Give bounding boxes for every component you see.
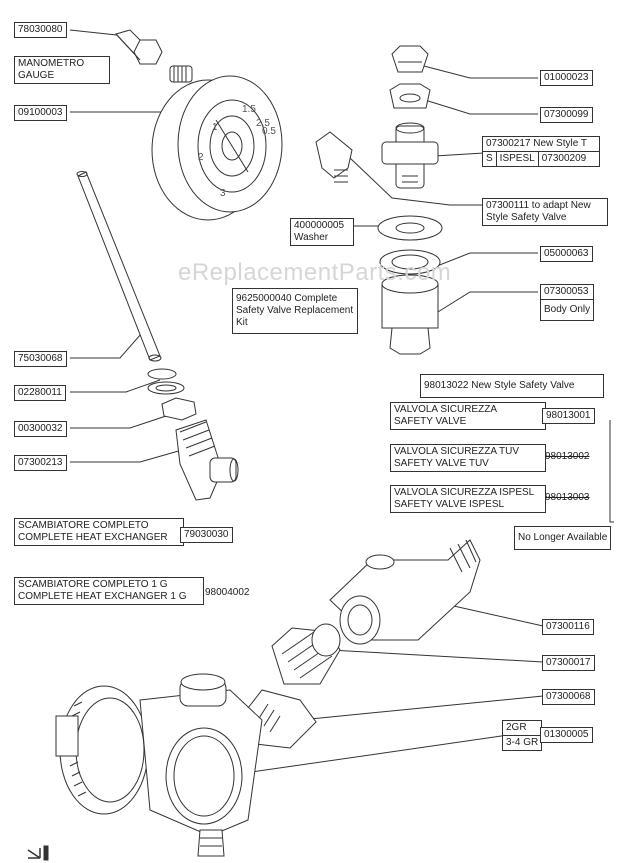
part-07300116[interactable]: 07300116 xyxy=(542,619,594,635)
part-00300032[interactable]: 00300032 xyxy=(14,421,67,437)
scamb-text: SCAMBIATORE COMPLETO xyxy=(18,520,149,531)
part-75030068[interactable]: 75030068 xyxy=(14,351,67,367)
part-09100003[interactable]: 09100003 xyxy=(14,105,67,121)
part-79030030[interactable]: 79030030 xyxy=(180,527,233,543)
part-07300099[interactable]: 07300099 xyxy=(540,107,593,123)
gauge-tick-3: 2 xyxy=(198,152,204,163)
gauge-tick-4: 2.5 xyxy=(256,118,270,129)
part-98004002[interactable]: 98004002 xyxy=(205,587,250,598)
scamb1g-text: SCAMBIATORE COMPLETO 1 G xyxy=(18,579,168,590)
part-05000063[interactable]: 05000063 xyxy=(540,246,593,262)
gauge-tick-0: 0.5 xyxy=(262,126,276,137)
gauge-tick-1: 1 xyxy=(212,122,218,133)
part-01000023[interactable]: 01000023 xyxy=(540,70,593,86)
part-07300017[interactable]: 07300017 xyxy=(542,655,595,671)
complete-hx1g-text: COMPLETE HEAT EXCHANGER 1 G xyxy=(18,591,187,602)
ispesl-cell: ISPESL xyxy=(497,152,539,166)
valvola-tuv-label: VALVOLA SICUREZZA TUV SAFETY VALVE TUV xyxy=(390,444,546,472)
gauge-tick-5: 3 xyxy=(220,188,226,199)
part-07300209[interactable]: 07300209 xyxy=(541,153,587,164)
manometro-text: MANOMETRO xyxy=(18,58,85,69)
part-07300217[interactable]: 07300217 New Style T xyxy=(486,138,587,149)
part-07300217-block: 07300217 New Style T S ISPESL 07300209 xyxy=(482,136,600,167)
part-07300053-block: 07300053 Body Only xyxy=(540,284,595,321)
washer-text: Washer xyxy=(294,232,329,243)
part-07300213[interactable]: 07300213 xyxy=(14,455,67,471)
s-cell: S xyxy=(483,152,497,166)
part-98013002[interactable]: 98013002 xyxy=(545,451,590,462)
valvola-text: VALVOLA SICUREZZA xyxy=(394,404,497,415)
safety-valve-kit[interactable]: 9625000040 Complete Safety Valve Replace… xyxy=(232,288,358,334)
body-only-text: Body Only xyxy=(541,299,594,320)
safety-valve-ispesl-text: SAFETY VALVE ISPESL xyxy=(394,499,505,510)
no-longer-available: No Longer Available xyxy=(514,526,612,550)
complete-hx-text: COMPLETE HEAT EXCHANGER xyxy=(18,532,168,543)
part-98013022[interactable]: 98013022 New Style Safety Valve xyxy=(420,374,604,398)
gr34-text: 3-4 GR xyxy=(503,735,542,750)
safety-valve-text: SAFETY VALVE xyxy=(394,416,467,427)
part-01300005[interactable]: 01300005 xyxy=(540,727,593,743)
part-07300053[interactable]: 07300053 xyxy=(544,286,589,297)
valvola-ispesl-text: VALVOLA SICUREZZA ISPESL xyxy=(394,487,535,498)
part-78030080[interactable]: 78030080 xyxy=(14,22,67,38)
gr2-text: 2GR xyxy=(506,722,527,733)
watermark: eReplacementParts.com xyxy=(178,259,452,286)
s-ispesl-row: S ISPESL 07300209 xyxy=(483,151,599,166)
valvola-label: VALVOLA SICUREZZA SAFETY VALVE xyxy=(390,402,546,430)
part-02280011[interactable]: 02280011 xyxy=(14,385,66,401)
heat-exchanger-1g-label: SCAMBIATORE COMPLETO 1 G COMPLETE HEAT E… xyxy=(14,577,204,605)
gauge-label: MANOMETRO GAUGE xyxy=(14,56,110,84)
part-07300068[interactable]: 07300068 xyxy=(542,689,595,705)
gr-block: 2GR 3-4 GR xyxy=(502,720,543,751)
part-98013001[interactable]: 98013001 xyxy=(542,408,595,424)
valvola-ispesl-label: VALVOLA SICUREZZA ISPESL SAFETY VALVE IS… xyxy=(390,485,546,513)
part-400000005: 400000005 xyxy=(294,220,345,231)
heat-exchanger-label: SCAMBIATORE COMPLETO COMPLETE HEAT EXCHA… xyxy=(14,518,184,546)
washer-label[interactable]: 400000005 Washer xyxy=(290,218,354,246)
valvola-tuv-text: VALVOLA SICUREZZA TUV xyxy=(394,446,520,457)
safety-valve-tuv-text: SAFETY VALVE TUV xyxy=(394,458,489,469)
part-07300111[interactable]: 07300111 to adapt New Style Safety Valve xyxy=(482,198,608,226)
gauge-text: GAUGE xyxy=(18,70,55,81)
gauge-tick-2: 1.5 xyxy=(242,104,256,115)
part-98013003[interactable]: 98013003 xyxy=(545,492,590,503)
